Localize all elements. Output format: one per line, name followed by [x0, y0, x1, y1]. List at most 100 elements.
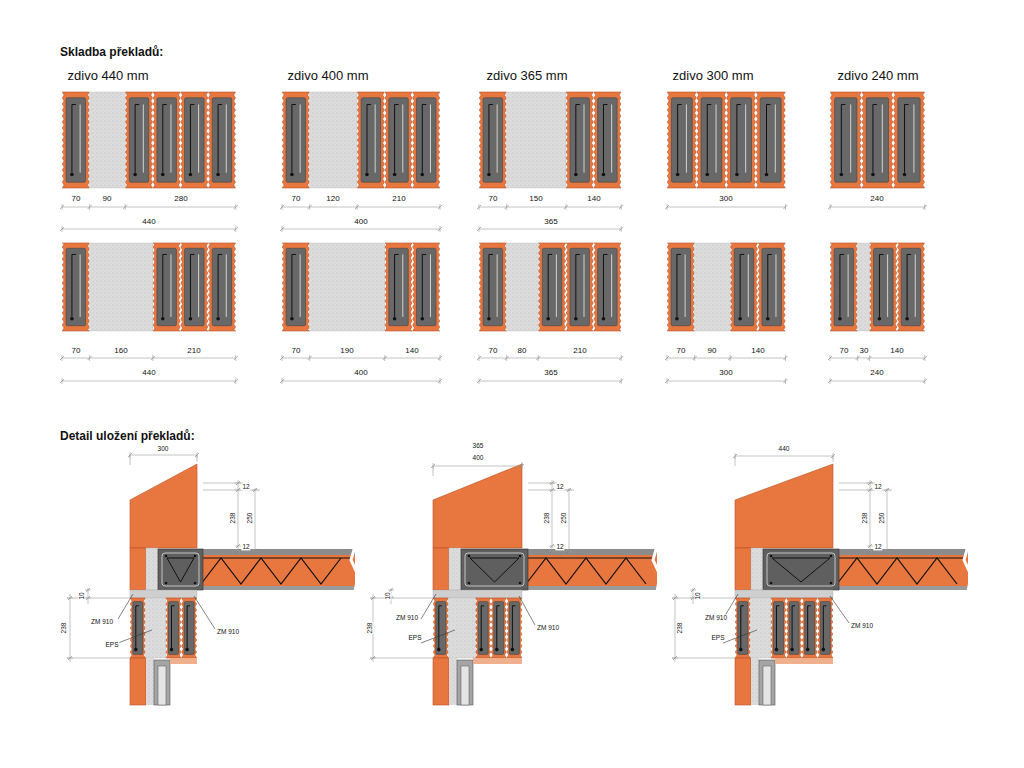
lintel-unit [479, 243, 506, 331]
lintel-unit [594, 243, 621, 331]
concrete-core [184, 602, 194, 655]
dimension-extension [309, 355, 310, 361]
rebar-section [830, 555, 833, 558]
rebar [497, 104, 498, 172]
wall-reveal [473, 658, 522, 664]
rebar-section [871, 173, 875, 177]
rebar-section [675, 317, 679, 321]
dimension-value: 70 [291, 347, 302, 356]
dimension-tick [868, 544, 872, 548]
lintel-unit [413, 92, 440, 188]
dimension-extension [433, 466, 434, 476]
rebar-hook [741, 605, 744, 606]
rebar-hook [395, 254, 399, 255]
stirrup [465, 553, 524, 586]
eps-insulation [507, 92, 566, 188]
dimension-extension [528, 490, 574, 491]
rebar-hook [907, 254, 911, 255]
dimension-tick [438, 205, 442, 209]
dimension-extension [785, 355, 786, 361]
ceramic-shell [566, 92, 593, 188]
truss-triangle [470, 558, 519, 582]
dimension-tick [86, 588, 90, 592]
dimension-extension [830, 378, 831, 384]
lintel-section [477, 92, 623, 232]
rebar-section [487, 317, 491, 321]
ceramic-shell [667, 243, 694, 331]
dimension-value: 30 [859, 347, 870, 356]
slab-infill [197, 555, 355, 586]
rebar [603, 104, 604, 172]
dimension-value: 300 [718, 195, 733, 204]
dimension-line [62, 229, 236, 230]
rebar-hook [439, 605, 442, 606]
dimension-tick [828, 379, 832, 383]
dimension-extension [282, 204, 283, 210]
leader-line [519, 596, 535, 625]
mortar-bed [735, 590, 833, 598]
support-detail [67, 452, 358, 705]
rebar [300, 104, 301, 172]
concrete-core [286, 248, 305, 325]
dimension-tick [784, 205, 788, 209]
concrete-core [389, 248, 408, 325]
ceramic-shell [566, 243, 593, 331]
ceramic-shell [282, 92, 309, 188]
eps-insulation [146, 548, 158, 590]
lintel-section [280, 243, 442, 384]
leader-line [421, 630, 455, 643]
rebar [556, 254, 557, 316]
rebar-section [705, 173, 709, 177]
dimension-line [675, 594, 676, 662]
lintel-sections [60, 92, 927, 384]
rebar [170, 254, 171, 316]
ceramic-shell [166, 598, 181, 658]
dimension-line [130, 455, 197, 456]
dimension-tick [236, 544, 240, 548]
detail-callout: 10 [78, 591, 85, 600]
detail-callout: 238 [60, 622, 67, 635]
dimension-extension [667, 378, 668, 384]
rebar-hook [187, 605, 190, 606]
lintel-section [280, 92, 442, 232]
wall-thickness-label: zdivo 300 mm [673, 69, 754, 83]
detail-callout: 238 [861, 512, 868, 525]
detail-callout: 12 [555, 543, 564, 550]
rebar-hook [171, 605, 174, 606]
rebar-section [905, 317, 909, 321]
rebar-hook [840, 254, 844, 255]
slab-topping [522, 549, 657, 555]
dimension-extension [730, 355, 731, 361]
ceramic-shell [62, 243, 89, 331]
dimension-extension [857, 355, 858, 361]
rebar [775, 254, 776, 316]
rebar-section [770, 582, 773, 585]
dimension-extension [839, 483, 875, 484]
concrete-core [416, 248, 435, 325]
dimension-extension [235, 204, 236, 210]
lintel-unit [566, 243, 593, 331]
support-detail [370, 462, 660, 705]
lintel-section [828, 243, 927, 384]
dimension-extension [549, 546, 555, 547]
rebar [226, 254, 227, 316]
detail-callout: EPS [104, 641, 119, 648]
rebar [882, 104, 883, 172]
ceramic-shell [433, 598, 448, 658]
dimension-line [282, 358, 440, 359]
rebar-hook [677, 254, 681, 255]
rebar [71, 104, 72, 172]
wall-reveal [775, 658, 833, 664]
wall-reveal [170, 658, 197, 664]
rebar [300, 254, 301, 316]
ceramic-shell [894, 92, 925, 188]
lintel-unit [385, 243, 412, 331]
slab-infill [833, 555, 968, 586]
rebar [907, 254, 908, 316]
rebar [80, 104, 81, 172]
truss-diagonals [201, 558, 341, 584]
concrete-core [494, 602, 504, 655]
lintel-unit [182, 598, 197, 658]
concrete-core [773, 602, 783, 655]
wall-thickness-label: zdivo 400 mm [288, 69, 369, 83]
